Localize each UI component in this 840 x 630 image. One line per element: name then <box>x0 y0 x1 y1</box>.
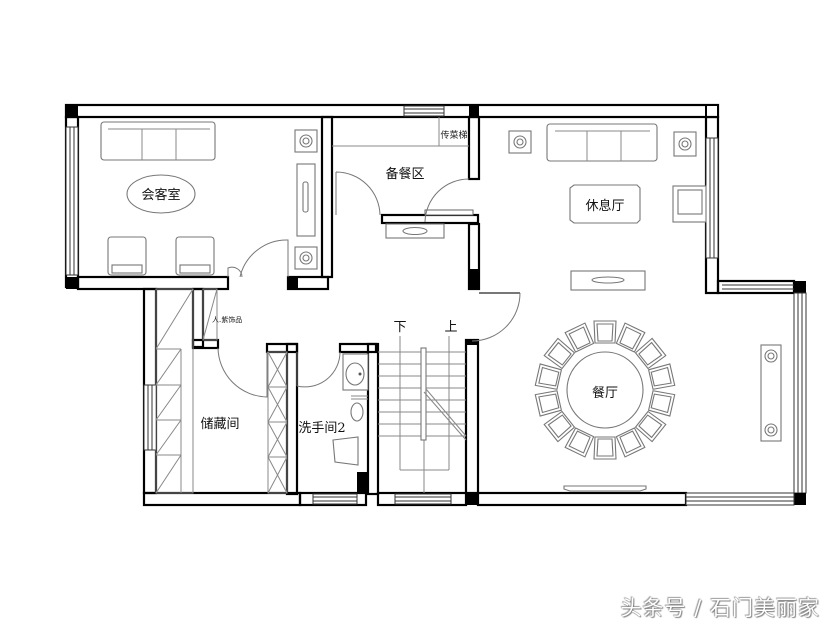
window-stair <box>394 493 452 505</box>
window-dining-south <box>685 492 795 506</box>
sofa-icon <box>100 121 216 161</box>
window-storage <box>143 384 157 451</box>
chair-icon <box>634 337 667 370</box>
window-washroom <box>312 493 358 505</box>
round-table-icon <box>566 351 644 429</box>
room-label-washroom: 洗手间2 <box>298 421 345 436</box>
chair-icon <box>647 390 676 417</box>
chair-icon <box>534 363 563 390</box>
toilet-icon <box>350 402 364 422</box>
room-label-pantry: 备餐区 <box>385 166 424 182</box>
window-lounge <box>705 137 719 259</box>
door-guest-room <box>239 239 289 278</box>
door-dining <box>471 292 521 342</box>
room-label-guest-room: 会客室 <box>141 187 180 203</box>
sofa-icon <box>546 123 658 162</box>
coffee-table-icon <box>569 184 641 224</box>
pantry-area: 传菜梯 备餐区 <box>385 129 468 239</box>
chair-icon <box>615 427 646 458</box>
dining-room: 餐厅 <box>534 320 782 492</box>
chair-icon <box>647 363 676 390</box>
chair-icon <box>634 410 667 443</box>
lounge-furniture: 休息厅 <box>508 123 707 291</box>
door-storage <box>217 347 268 398</box>
guest-room-furniture: 会客室 <box>100 121 318 276</box>
staircase: 下 上 <box>378 320 467 493</box>
window-guest-room <box>65 126 79 276</box>
rug-icon <box>126 174 196 214</box>
chair-icon <box>564 322 595 353</box>
sideboard-icon <box>760 344 782 442</box>
exterior-walls <box>64 103 807 507</box>
dining-chairs <box>534 320 676 460</box>
stair-down-label: 下 <box>393 320 406 335</box>
chair-icon <box>593 436 617 460</box>
chair-icon <box>543 410 576 443</box>
doors <box>217 171 521 398</box>
door-pantry-left <box>335 171 381 216</box>
washroom-2: 洗手间2 <box>298 353 369 466</box>
chair-icon <box>593 320 617 344</box>
bidet-icon <box>332 436 359 466</box>
watermark: 头条号 / 石门美丽家 <box>620 596 820 620</box>
chair-icon <box>615 322 646 353</box>
room-label-dining: 餐厅 <box>592 385 618 401</box>
chair-icon <box>564 427 595 458</box>
dumbwaiter-label: 传菜梯 <box>440 129 467 141</box>
chair-icon <box>534 390 563 417</box>
stair-up-label: 上 <box>444 320 457 335</box>
room-label-storage: 储藏间 <box>200 417 239 432</box>
radiator-icon <box>563 485 647 492</box>
room-label-lounge: 休息厅 <box>585 198 624 214</box>
door-pantry-right <box>424 178 470 223</box>
storage-room: 人.紫饰品 储藏间 <box>155 288 288 494</box>
window-dining-east <box>793 292 807 494</box>
chair-icon <box>543 337 576 370</box>
window-pantry <box>403 105 445 117</box>
door-washroom <box>296 351 341 388</box>
decor-storage-label: 人.紫饰品 <box>212 315 242 324</box>
